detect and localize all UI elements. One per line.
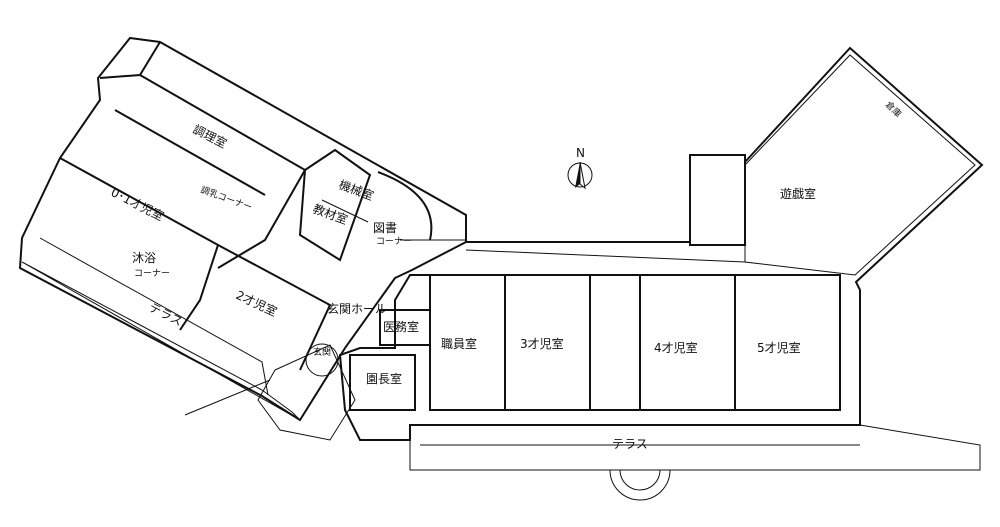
label-library-corner-sub: コーナー — [376, 236, 412, 247]
west-wing-outline — [18, 36, 467, 422]
toilets — [589, 274, 641, 411]
age5-room — [734, 274, 841, 411]
label-playroom: 遊戯室 — [780, 186, 816, 201]
label-age2-room: 2才児室 — [234, 287, 280, 319]
entrance-tiles — [257, 343, 356, 441]
compass-label: N — [576, 146, 585, 160]
label-entrance-hall: 玄関ホール — [327, 301, 387, 316]
infirmary — [379, 309, 431, 346]
east-toilets — [689, 154, 746, 246]
north-arrow-icon — [575, 162, 580, 188]
label-staff-room: 職員室 — [441, 336, 477, 351]
label-bathing-corner-sub: コーナー — [134, 268, 170, 279]
east-block — [338, 46, 984, 501]
principal-room — [349, 354, 416, 411]
label-age5-room: 5才児室 — [757, 340, 801, 355]
playroom — [744, 54, 976, 276]
label-bathing-corner: 沐浴 — [132, 251, 156, 265]
label-age4-room: 4才児室 — [654, 340, 698, 355]
west-wing — [18, 36, 467, 422]
label-infirmary: 医務室 — [383, 319, 419, 334]
label-storage: 倉庫 — [883, 99, 904, 120]
label-age3-room: 3才児室 — [520, 336, 564, 351]
library-curved-wall — [377, 171, 433, 241]
label-terrace-south: テラス — [612, 437, 648, 451]
label-library-corner: 図書 — [373, 221, 397, 235]
north-compass: N — [567, 146, 593, 190]
label-materials-room: 教材室 — [311, 201, 350, 227]
label-infant-room: 0･1才児室 — [109, 184, 167, 223]
label-formula-corner: 調乳コーナー — [199, 184, 254, 214]
west-terrace-edge — [21, 261, 301, 421]
label-machine-room: 機械室 — [337, 177, 376, 203]
label-terrace-west: テラス — [147, 300, 185, 329]
label-principal-room: 園長室 — [366, 371, 402, 386]
label-entrance: 玄関 — [313, 346, 331, 358]
south-steps — [609, 469, 671, 501]
label-kitchen: 調理室 — [191, 121, 230, 151]
